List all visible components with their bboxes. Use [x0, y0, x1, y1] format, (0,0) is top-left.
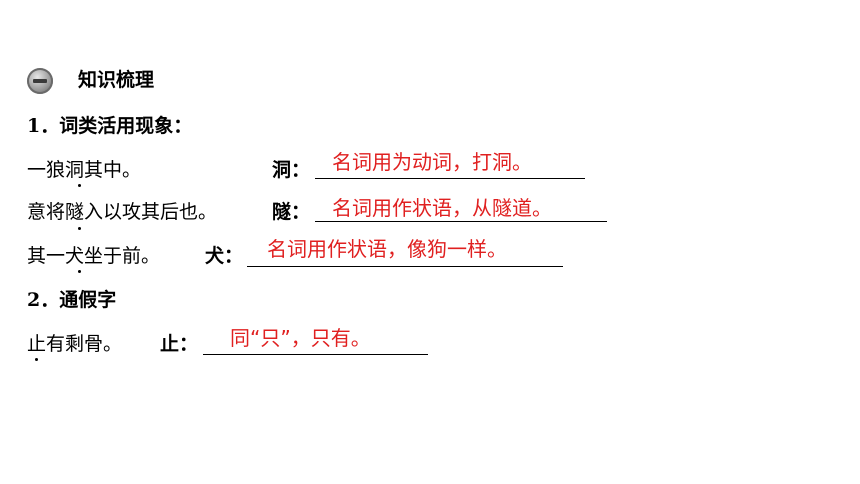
sentence-4: 止有剩骨。: [27, 333, 123, 355]
section-title: 知识梳理: [78, 69, 155, 91]
key-word-1: 洞：: [272, 159, 311, 181]
key-word-3: 犬：: [205, 245, 244, 267]
emphasis-dot: [78, 270, 81, 273]
answer-4: 同“只”，只有。: [230, 326, 371, 350]
emphasis-dot: [35, 358, 38, 361]
emphasis-dot: [78, 184, 81, 187]
answer-blank-4: [203, 354, 428, 355]
sentence-3: 其一犬坐于前。: [27, 245, 161, 267]
answer-blank-2: [315, 221, 607, 222]
answer-blank-1: [315, 178, 585, 179]
sentence-2: 意将隧入以攻其后也。: [27, 201, 218, 223]
emphasis-dot: [78, 227, 81, 230]
sentence-1: 一狼洞其中。: [27, 159, 142, 181]
answer-1: 名词用为动词，打洞。: [332, 150, 532, 174]
key-word-2: 隧：: [272, 201, 311, 223]
part1-heading: 1．词类活用现象：: [27, 115, 193, 137]
answer-blank-3: [247, 266, 563, 267]
key-word-4: 止：: [160, 333, 199, 355]
answer-3: 名词用作状语，像狗一样。: [267, 237, 507, 261]
answer-2: 名词用作状语，从隧道。: [332, 196, 552, 220]
part2-heading: 2．通假字: [27, 289, 117, 311]
section-bullet-icon: [27, 68, 53, 94]
